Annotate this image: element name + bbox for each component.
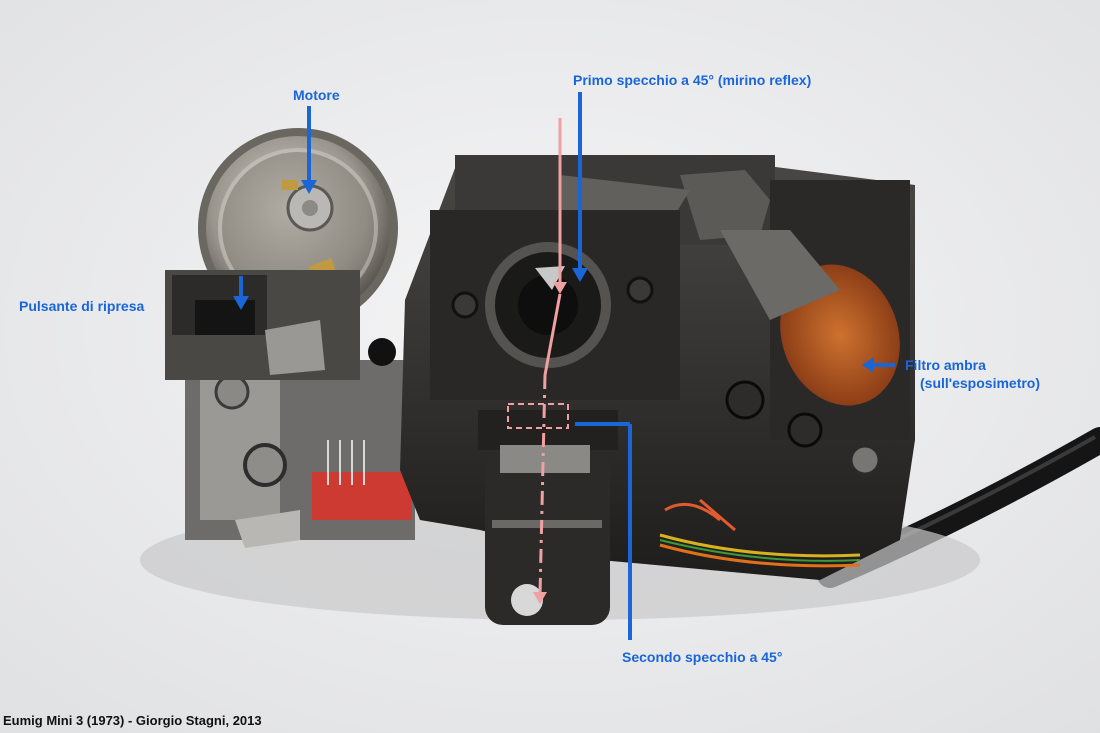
label-motor: Motore (293, 87, 340, 103)
label-first-mirror: Primo specchio a 45° (mirino reflex) (573, 72, 812, 88)
label-second-mirror: Secondo specchio a 45° (622, 649, 783, 665)
light-path-mid (543, 293, 562, 376)
label-amber-filter-2: (sull'esposimetro) (920, 375, 1041, 391)
label-amber-filter-1: Filtro ambra (905, 357, 986, 373)
callout-lines (239, 92, 895, 640)
callout-arrowheads (233, 180, 874, 373)
second-mirror-outline (507, 403, 569, 429)
light-path-lower (538, 374, 547, 596)
label-trigger: Pulsante di ripresa (19, 298, 145, 314)
photo-caption: Eumig Mini 3 (1973) - Giorgio Stagni, 20… (3, 713, 262, 728)
